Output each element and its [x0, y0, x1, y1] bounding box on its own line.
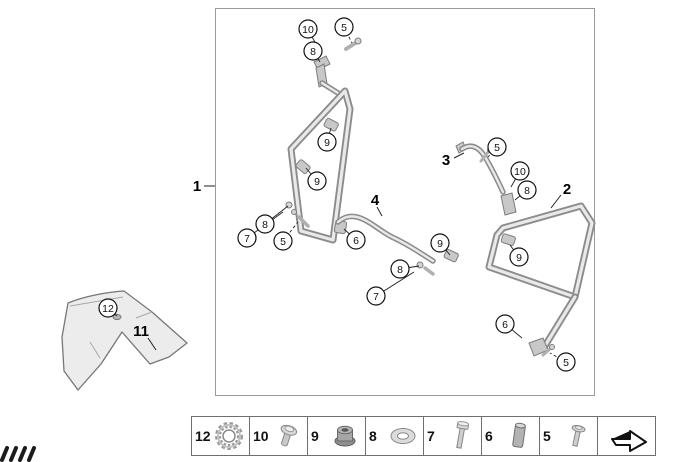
- callout-number: 6: [502, 319, 508, 331]
- part-label-leader: [550, 194, 562, 209]
- callout-5: 5: [487, 137, 507, 157]
- callout-8: 8: [390, 259, 410, 279]
- callout-number: 5: [280, 236, 286, 248]
- direction-arrow-icon: [608, 418, 648, 454]
- callout-number: 8: [310, 46, 316, 58]
- lock-washer-icon: [209, 418, 249, 454]
- callout-8: 8: [517, 180, 537, 200]
- part-label-leader: [453, 152, 465, 159]
- callout-number: 9: [437, 238, 443, 250]
- callout-number: 8: [524, 185, 530, 197]
- callout-number: 8: [397, 264, 403, 276]
- callout-9: 9: [307, 171, 327, 191]
- callout-number: 9: [314, 176, 320, 188]
- callout-number: 7: [373, 291, 379, 303]
- callout-number: 12: [102, 303, 114, 315]
- part-11-cover: [61, 290, 188, 391]
- fastener-legend: 12 10 9 8 7 6 5: [191, 416, 656, 456]
- callout-9: 9: [430, 233, 450, 253]
- legend-cell-10[interactable]: 10: [250, 417, 308, 455]
- legend-cell-5[interactable]: 5: [540, 417, 598, 455]
- callout-5: 5: [556, 352, 576, 372]
- top-bolt-head: [354, 37, 362, 45]
- callout-8: 8: [303, 41, 323, 61]
- callout-number: 10: [514, 166, 526, 178]
- rail-clamp: [323, 117, 339, 132]
- legend-number: 8: [369, 428, 377, 444]
- callout-6: 6: [495, 314, 515, 334]
- legend-number: 10: [253, 428, 269, 444]
- callout-number: 5: [494, 142, 500, 154]
- part-label-3: 3: [442, 152, 450, 169]
- callout-10: 10: [510, 161, 530, 181]
- callout-8: 8: [255, 214, 275, 234]
- callout-number: 8: [262, 219, 268, 231]
- part-label-leader: [376, 206, 383, 217]
- callout-number: 9: [516, 252, 522, 264]
- legend-number: 9: [311, 428, 319, 444]
- part-4-connecting-rod: [335, 213, 436, 276]
- legend-number: 7: [427, 428, 435, 444]
- legend-number: 5: [543, 428, 551, 444]
- callout-7: 7: [237, 228, 257, 248]
- bolt-shaft: [297, 215, 310, 228]
- callout-5: 5: [273, 231, 293, 251]
- legend-arrow-cell[interactable]: [598, 417, 655, 455]
- bolt-shaft: [479, 149, 491, 163]
- hex-bolt-icon: [557, 418, 597, 454]
- watermark-artifact: [0, 446, 36, 462]
- callout-7: 7: [366, 286, 386, 306]
- callout-leader: [282, 221, 299, 242]
- washer: [291, 209, 297, 215]
- callout-6: 6: [346, 230, 366, 250]
- right-case-holder-frame: [443, 202, 596, 357]
- diagram-border-box: [215, 8, 595, 396]
- legend-cell-12[interactable]: 12: [192, 417, 250, 455]
- flange-nut-icon: [325, 418, 365, 454]
- legend-number: 6: [485, 428, 493, 444]
- callout-5: 5: [334, 17, 354, 37]
- top-bolt-shaft: [344, 40, 359, 51]
- callout-number: 6: [353, 235, 359, 247]
- legend-number: 12: [195, 428, 211, 444]
- part-label-11: 11: [133, 323, 149, 340]
- part-label-leader: [147, 337, 157, 351]
- callout-number: 5: [563, 357, 569, 369]
- cover-mount-slot: [112, 314, 122, 320]
- legend-cell-7[interactable]: 7: [424, 417, 482, 455]
- left-case-holder-frame: [285, 37, 362, 244]
- callout-9: 9: [509, 247, 529, 267]
- callout-number: 10: [302, 24, 314, 36]
- callout-10: 10: [298, 19, 318, 39]
- bolt-shaft: [541, 346, 553, 357]
- upper-bracket: [500, 192, 517, 216]
- part-label-2: 2: [563, 181, 571, 198]
- part-3-stay-rod: [455, 141, 517, 216]
- legend-cell-9[interactable]: 9: [308, 417, 366, 455]
- bolt-head: [549, 344, 555, 350]
- callout-number: 9: [324, 137, 330, 149]
- flange-bolt-icon: [267, 418, 307, 454]
- spacer-sleeve-icon: [499, 418, 539, 454]
- callout-number: 7: [244, 233, 250, 245]
- bolt-shaft: [423, 266, 435, 276]
- part-label-1: 1: [193, 178, 201, 195]
- callout-12: 12: [98, 298, 118, 318]
- callout-9: 9: [317, 132, 337, 152]
- legend-cell-8[interactable]: 8: [366, 417, 424, 455]
- legend-cell-6[interactable]: 6: [482, 417, 540, 455]
- long-bolt-icon: [441, 418, 481, 454]
- rail-clamp: [500, 233, 516, 246]
- part-label-4: 4: [371, 192, 380, 209]
- callout-number: 5: [341, 22, 347, 34]
- flat-washer-icon: [383, 418, 423, 454]
- washer: [416, 261, 424, 269]
